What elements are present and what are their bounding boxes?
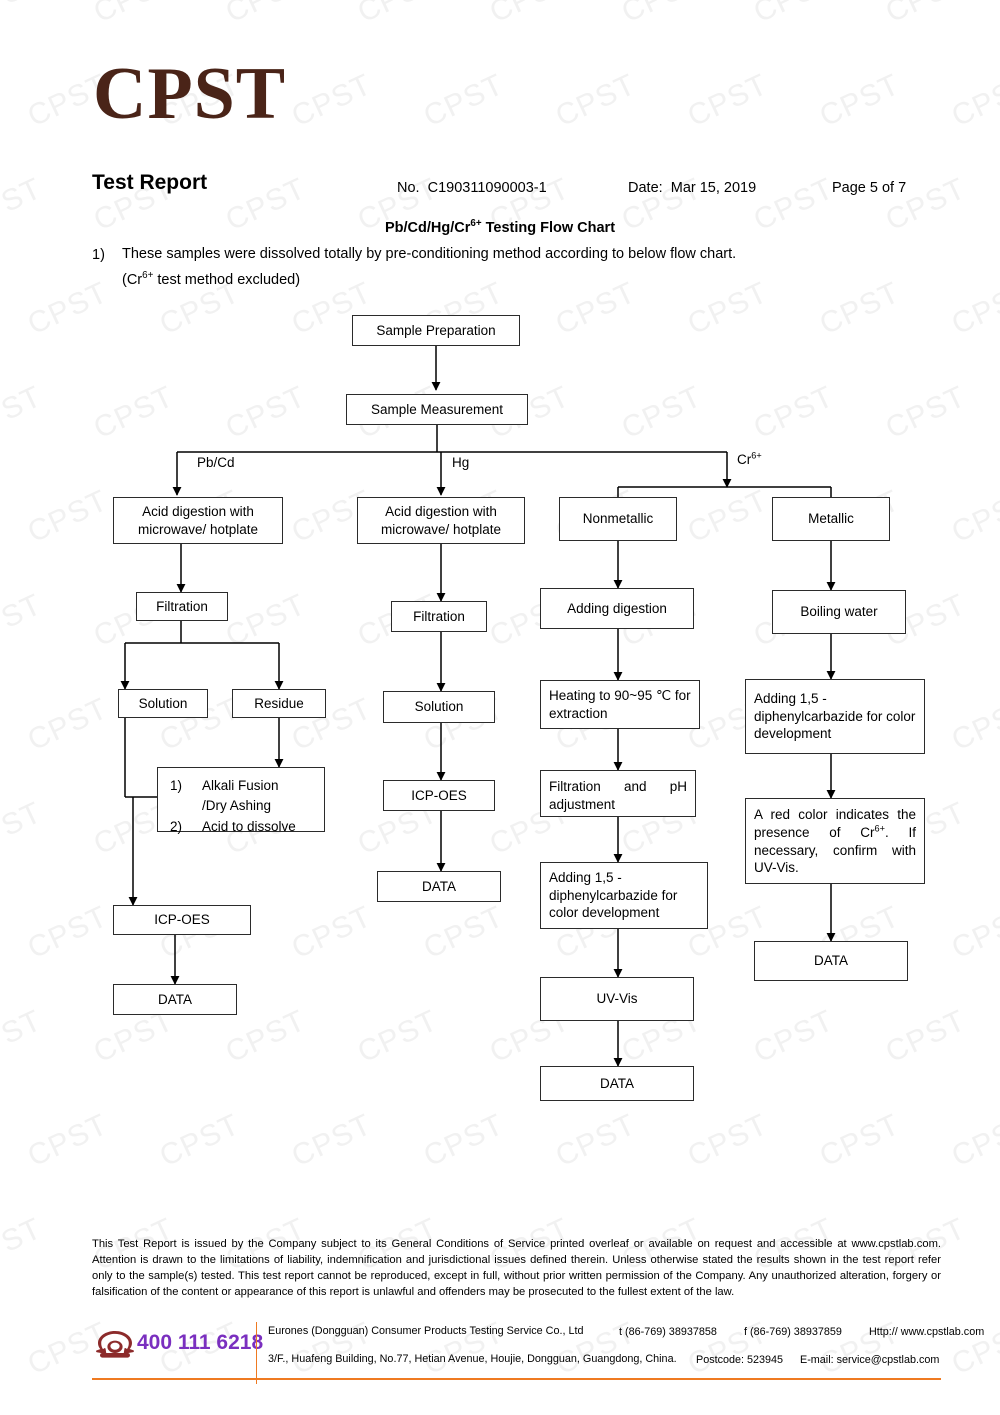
footer-website: Http:// www.cpstlab.com	[869, 1326, 985, 1338]
node-label: Adding 1,5 -diphenylcarbazide for color …	[549, 869, 678, 921]
report-number-value: C190311090003-1	[427, 180, 547, 196]
node-label: Solution	[414, 699, 464, 715]
node-sample-measurement[interactable]: Sample Measurement	[346, 394, 528, 425]
report-number: No. C190311090003-1	[397, 180, 547, 196]
node-hg-acid-digestion[interactable]: Acid digestion with microwave/ hotplate	[357, 497, 525, 544]
node-label: Nonmetallic	[582, 511, 654, 527]
node-label: DATA	[157, 991, 192, 1007]
node-nm-adding-digestion[interactable]: Adding digestion	[540, 588, 694, 629]
node-label: Adding digestion	[567, 600, 667, 616]
node-label: DATA	[813, 953, 848, 969]
page-indicator: Page 5 of 7	[832, 180, 907, 196]
node-label: Filtration	[156, 598, 208, 614]
page-title: Test Report	[92, 171, 208, 194]
node-label: Filtration	[413, 608, 465, 624]
telephone-icon	[96, 1331, 134, 1358]
node-nm-data[interactable]: DATA	[540, 1066, 694, 1101]
node-label: Heating to 90~95 ℃ for extraction	[549, 687, 691, 721]
list-text: Alkali Fusion	[202, 778, 279, 793]
node-nm-adding-dpc[interactable]: Adding 1,5 -diphenylcarbazide for color …	[540, 862, 708, 929]
footer-address: 3/F., Huafeng Building, No.77, Hetian Av…	[268, 1353, 677, 1365]
flow-title-post: Testing Flow Chart	[481, 220, 616, 236]
report-date-value: Mar 15, 2019	[670, 180, 757, 196]
node-pbcd-data[interactable]: DATA	[113, 984, 237, 1015]
node-pbcd-icp-oes[interactable]: ICP-OES	[113, 905, 251, 935]
list-text: Acid to dissolve	[202, 818, 296, 834]
node-hg-filtration[interactable]: Filtration	[391, 601, 487, 632]
node-hg-data[interactable]: DATA	[377, 871, 501, 902]
node-pbcd-residue[interactable]: Residue	[232, 689, 326, 718]
node-label: Sample Measurement	[370, 401, 504, 417]
node-label: ICP-OES	[411, 787, 467, 803]
branch-label-text: Pb/Cd	[197, 455, 235, 470]
node-label: Solution	[138, 695, 188, 711]
branch-label-pbcd: Pb/Cd	[197, 455, 235, 470]
node-pbcd-filtration[interactable]: Filtration	[136, 592, 228, 621]
node-label-superscript: 6+	[874, 823, 885, 834]
footer-telephone: t (86-769) 38937858	[619, 1326, 717, 1338]
flow-title-pre: Pb/Cd/Hg/Cr	[384, 220, 471, 236]
report-number-label: No.	[397, 180, 420, 196]
node-label: Adding 1,5 -diphenylcarbazide for color …	[754, 690, 916, 742]
footer-fax: f (86-769) 38937859	[744, 1326, 842, 1338]
node-cr-metallic[interactable]: Metallic	[772, 497, 890, 541]
node-pbcd-alkali-fusion-list[interactable]: 1) Alkali Fusion /Dry Ashing 2) Acid to …	[157, 767, 325, 834]
node-label: DATA	[599, 1075, 634, 1091]
footer-divider	[256, 1322, 258, 1384]
footer-email: E-mail: service@cpstlab.com	[800, 1354, 940, 1366]
report-date: Date: Mar 15, 2019	[628, 180, 756, 196]
node-label: Boiling water	[800, 604, 878, 620]
node-label: Acid digestion with microwave/ hotplate	[380, 503, 502, 537]
list-continuation: /Dry Ashing	[202, 798, 272, 814]
branch-label-hg: Hg	[452, 455, 469, 470]
flow-title-superscript: 6+	[470, 218, 482, 230]
node-label-post: . If necessary, confirm with UV-Vis.	[754, 824, 916, 876]
intro-line2-post: test method excluded)	[153, 272, 301, 288]
list-number: 2)	[170, 818, 183, 834]
node-m-data[interactable]: DATA	[754, 941, 908, 981]
node-nm-heating[interactable]: Heating to 90~95 ℃ for extraction	[540, 680, 700, 729]
footer-company-name: Eurones (Dongguan) Consumer Products Tes…	[268, 1325, 584, 1337]
node-m-adding-dpc[interactable]: Adding 1,5 -diphenylcarbazide for color …	[745, 679, 925, 754]
node-label: Filtration and pH adjustment	[549, 779, 687, 812]
list-item: 1) Alkali Fusion	[170, 776, 314, 796]
node-pbcd-acid-digestion[interactable]: Acid digestion with microwave/ hotplate	[113, 497, 283, 544]
disclaimer-text: This Test Report is issued by the Compan…	[92, 1238, 941, 1298]
branch-label-cr6: Cr6+	[737, 450, 762, 467]
hotline-number: 400 111 6218	[137, 1331, 264, 1354]
list-item: 2) Acid to dissolve	[170, 817, 314, 837]
cpst-logo: CPST	[93, 53, 287, 135]
node-label: UV-Vis	[596, 991, 638, 1007]
node-nm-filtration-ph[interactable]: Filtration and pH adjustment	[540, 770, 696, 817]
node-label: Acid digestion with microwave/ hotplate	[137, 503, 259, 537]
node-label: ICP-OES	[154, 912, 210, 928]
intro-line2-pre: (Cr	[122, 272, 143, 288]
flow-chart-title: Pb/Cd/Hg/Cr6+ Testing Flow Chart	[0, 218, 1000, 236]
node-m-boiling-water[interactable]: Boiling water	[772, 590, 906, 634]
node-label: DATA	[421, 878, 456, 894]
node-cr-nonmetallic[interactable]: Nonmetallic	[559, 497, 677, 541]
list-number: 1)	[170, 778, 183, 793]
node-hg-icp-oes[interactable]: ICP-OES	[383, 780, 495, 811]
intro-line2-superscript: 6+	[142, 270, 154, 282]
node-label: Residue	[254, 695, 304, 711]
branch-label-text: Hg	[452, 455, 470, 470]
intro-line-1: These samples were dissolved totally by …	[122, 246, 737, 262]
node-hg-solution[interactable]: Solution	[383, 691, 495, 723]
intro-line-2: (Cr6+ test method excluded)	[122, 270, 301, 288]
footer-accent-rule	[92, 1378, 941, 1380]
node-label-pre: A red color indicates the presence of Cr	[754, 807, 916, 840]
intro-list-number: 1)	[92, 247, 105, 263]
node-nm-uv-vis[interactable]: UV-Vis	[540, 977, 694, 1021]
node-pbcd-solution[interactable]: Solution	[118, 689, 208, 718]
node-label: Metallic	[808, 511, 854, 527]
node-m-red-color[interactable]: A red color indicates the presence of Cr…	[745, 798, 925, 884]
report-date-label: Date:	[628, 180, 663, 196]
footer-postcode: Postcode: 523945	[696, 1354, 784, 1366]
node-label: Sample Preparation	[376, 322, 496, 338]
node-sample-preparation[interactable]: Sample Preparation	[352, 315, 520, 346]
